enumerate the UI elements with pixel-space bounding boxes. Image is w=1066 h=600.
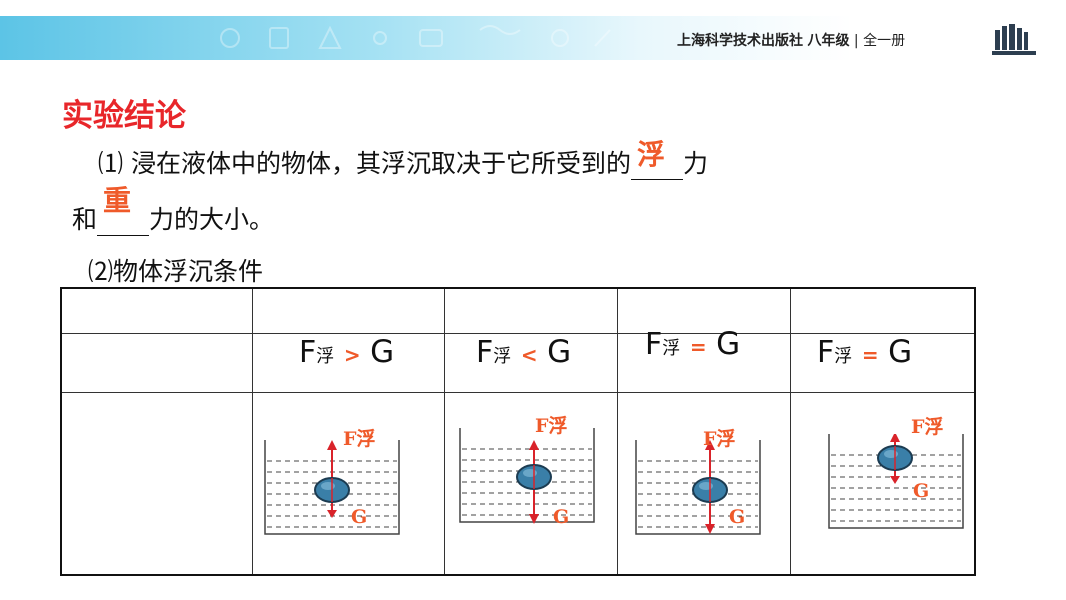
table-row-divider [62,392,974,393]
gravity-symbol: G [547,334,572,370]
answer-blank-1: 浮 [630,138,683,180]
condition-heading: ⑵物体浮沉条件 [88,257,264,286]
buoyancy-label: F浮 [535,415,568,437]
table-col-divider [617,289,618,574]
condition-suspend: F浮 = G [645,326,740,362]
conclusion-line-1: ⑴ 浸在液体中的物体，其浮沉取决于它所受到的浮力 [98,138,708,180]
beaker-floating-diagram [828,434,964,529]
conclusion-text-1: ⑴ 浸在液体中的物体，其浮沉取决于它所受到的 [98,149,631,178]
comparison-operator: < [520,343,538,367]
volume-label: 全一册 [863,33,906,49]
conclusion-text-3: 和 [72,205,98,234]
beaker-suspended-diagram [635,440,761,535]
conclusion-text-2: 力 [682,149,708,178]
gravity-label: G [351,506,368,528]
force-symbol: F [645,327,663,362]
conclusion-line-2: 和重力的大小。 [72,184,275,236]
table-col-divider [444,289,445,574]
comparison-operator: > [343,343,361,367]
force-symbol: F [476,335,494,370]
education-doodles-icon [220,25,611,49]
gravity-symbol: G [370,334,395,370]
buoyancy-label: F浮 [911,416,944,438]
grade-label: 八年级 [807,33,850,49]
condition-sink: F浮 < G [476,334,571,370]
header-banner [0,16,1066,60]
force-symbol: F [299,335,317,370]
beaker-rising-diagram [264,440,400,535]
force-subscript: 浮 [834,346,853,367]
publisher-info: 上海科学技术出版社 八年级 | 全一册 [677,30,905,50]
bookshelf-logo-icon [992,24,1036,55]
buoyancy-label: F浮 [703,428,736,450]
force-subscript: 浮 [662,338,681,359]
force-subscript: 浮 [316,346,335,367]
conclusion-text-4: 力的大小。 [149,205,275,234]
answer-gravity: 重 [103,184,132,217]
comparison-operator: = [861,343,879,367]
comparison-operator: = [689,335,707,359]
gravity-symbol: G [716,326,741,362]
table-row-divider [62,333,974,334]
force-subscript: 浮 [493,346,512,367]
buoyancy-label: F浮 [343,428,376,450]
header-separator: | [853,33,859,49]
gravity-label: G [913,480,930,502]
table-col-divider [252,289,253,574]
table-col-divider [790,289,791,574]
answer-blank-2: 重 [97,184,150,236]
condition-float-up: F浮 > G [299,334,394,370]
buoyancy-condition-table [60,287,976,576]
beaker-sinking-diagram [459,428,595,524]
section-title: 实验结论 [62,98,186,134]
force-symbol: F [817,335,835,370]
gravity-symbol: G [888,334,913,370]
publisher-name: 上海科学技术出版社 [677,33,803,49]
gravity-label: G [729,506,746,528]
gravity-label: G [553,506,570,528]
answer-buoyancy: 浮 [636,138,665,171]
condition-float: F浮 = G [817,334,912,370]
